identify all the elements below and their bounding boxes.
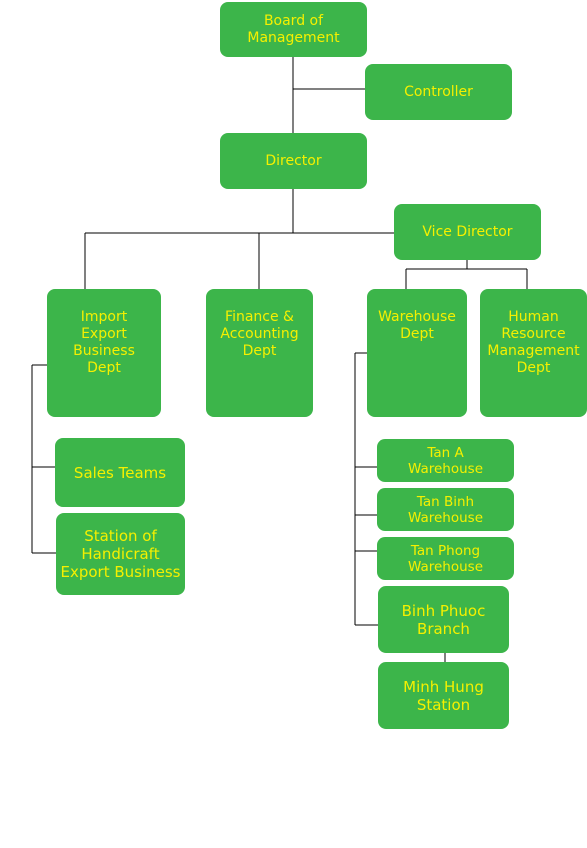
node-warehouse-dept: Warehouse Dept bbox=[367, 289, 467, 417]
node-label: Director bbox=[265, 152, 322, 169]
node-label: Import Export Business Dept bbox=[73, 309, 135, 376]
node-tan-a-warehouse: Tan A Warehouse bbox=[377, 439, 514, 482]
node-label: Vice Director bbox=[422, 223, 513, 240]
node-human-resource-management-dept: Human Resource Management Dept bbox=[480, 289, 587, 417]
node-import-export-business-dept: Import Export Business Dept bbox=[47, 289, 161, 417]
node-director: Director bbox=[220, 133, 367, 189]
node-label: Minh Hung Station bbox=[403, 677, 484, 714]
node-label: Tan Binh Warehouse bbox=[407, 493, 484, 526]
node-board-of-management: Board of Management bbox=[220, 2, 367, 57]
node-vice-director: Vice Director bbox=[394, 204, 541, 260]
node-controller: Controller bbox=[365, 64, 512, 120]
node-label: Tan Phong Warehouse bbox=[407, 542, 484, 575]
node-label: Controller bbox=[404, 83, 473, 100]
node-label: Board of Management bbox=[247, 12, 340, 46]
node-tan-phong-warehouse: Tan Phong Warehouse bbox=[377, 537, 514, 580]
node-station-of-handicraft-export-business: Station of Handicraft Export Business bbox=[56, 513, 185, 595]
node-minh-hung-station: Minh Hung Station bbox=[378, 662, 509, 729]
node-label: Finance & Accounting Dept bbox=[220, 309, 299, 359]
node-label: Sales Teams bbox=[73, 463, 167, 482]
node-binh-phuoc-branch: Binh Phuoc Branch bbox=[378, 586, 509, 653]
node-label: Binh Phuoc Branch bbox=[401, 601, 486, 638]
node-label: Human Resource Management Dept bbox=[487, 309, 580, 376]
node-label: Tan A Warehouse bbox=[407, 444, 484, 477]
node-label: Warehouse Dept bbox=[378, 309, 456, 342]
node-finance-accounting-dept: Finance & Accounting Dept bbox=[206, 289, 313, 417]
node-tan-binh-warehouse: Tan Binh Warehouse bbox=[377, 488, 514, 531]
node-sales-teams: Sales Teams bbox=[55, 438, 185, 507]
node-label: Station of Handicraft Export Business bbox=[60, 527, 181, 581]
